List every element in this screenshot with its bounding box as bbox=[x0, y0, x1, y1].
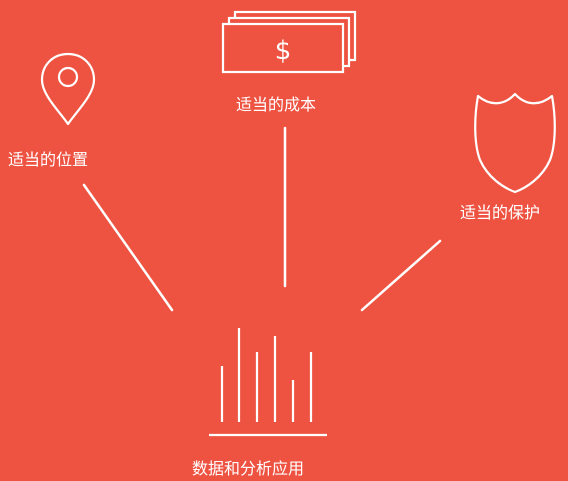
shield-icon bbox=[474, 92, 556, 194]
connector-location bbox=[82, 183, 174, 312]
label-protection: 适当的保护 bbox=[460, 203, 541, 222]
label-center: 数据和分析应用 bbox=[192, 459, 305, 478]
money-bills-icon: $ bbox=[221, 10, 357, 74]
bar-chart-icon bbox=[209, 328, 327, 437]
label-location: 适当的位置 bbox=[8, 150, 89, 169]
dollar-sign-icon: $ bbox=[275, 36, 292, 66]
connector-protection bbox=[360, 239, 442, 312]
location-pin-icon bbox=[40, 52, 96, 126]
label-cost: 适当的成本 bbox=[236, 95, 317, 114]
